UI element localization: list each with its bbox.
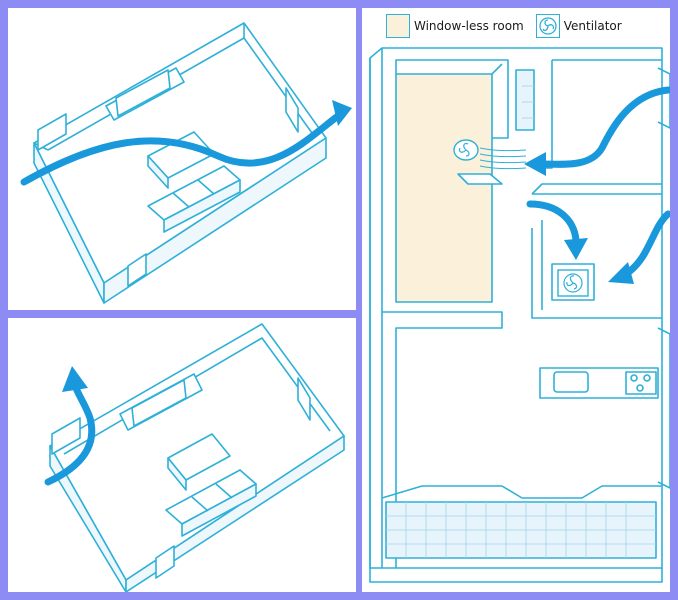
airflow-arrow bbox=[526, 86, 670, 278]
ventilator-fan-icon bbox=[535, 14, 560, 38]
airflow-arrow-head bbox=[332, 100, 352, 126]
legend-label-windowless-room: Window-less room bbox=[414, 19, 524, 33]
airflow-arrow bbox=[44, 384, 96, 486]
legend-item-ventilator: Ventilator bbox=[535, 14, 622, 38]
airflow-arrow bbox=[20, 112, 342, 186]
legend-item-windowless-room: Window-less room bbox=[386, 14, 524, 38]
ventilator-fan-icon bbox=[453, 139, 479, 161]
floor-plan-drawing bbox=[369, 47, 670, 583]
windowless-room-swatch bbox=[386, 14, 410, 38]
room-single-side-drawing bbox=[44, 323, 345, 592]
panel-floor-plan: Window-less room Ventilator bbox=[362, 8, 670, 592]
airflow-arrow-head bbox=[524, 152, 634, 284]
panel-single-side-ventilation bbox=[8, 318, 356, 592]
panel-cross-ventilation bbox=[8, 8, 356, 310]
legend: Window-less room Ventilator bbox=[386, 14, 634, 38]
airflow-arrow-head bbox=[62, 366, 88, 392]
legend-label-ventilator: Ventilator bbox=[563, 19, 622, 33]
room-cross-ventilation-drawing bbox=[20, 22, 352, 304]
ventilator-fan-icon bbox=[557, 269, 589, 297]
